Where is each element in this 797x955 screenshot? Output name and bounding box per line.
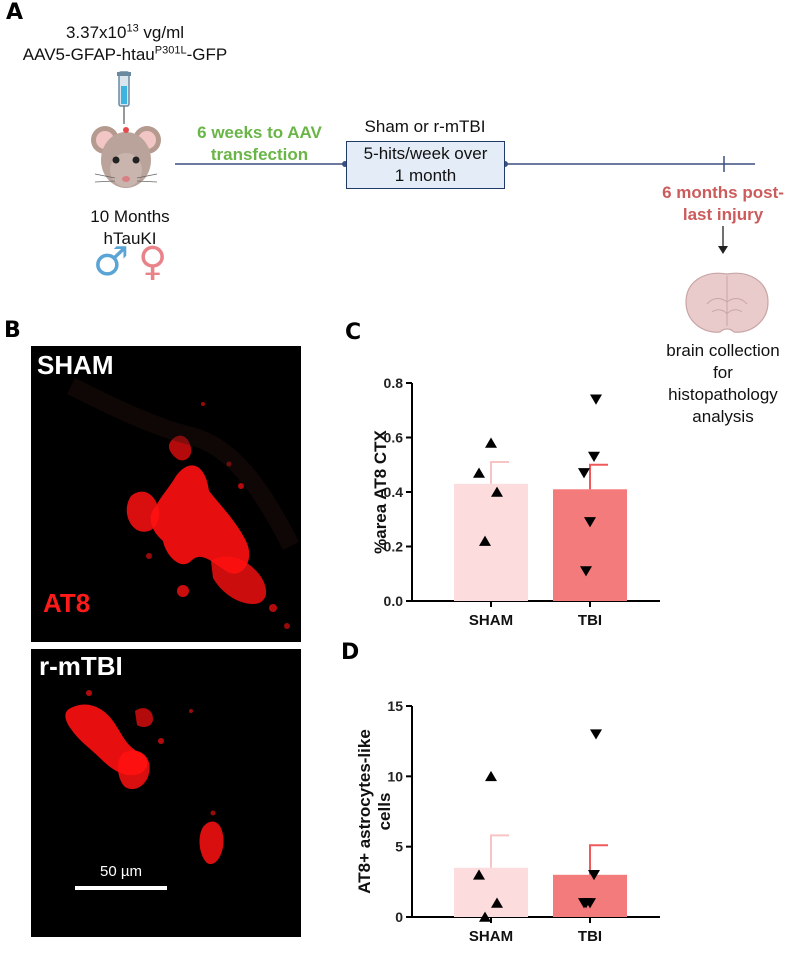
transfection-label: 6 weeks to AAV transfection <box>172 122 347 166</box>
dose-suffix: vg/ml <box>138 23 185 42</box>
panel-a-letter: A <box>6 0 24 25</box>
panel-d-letter: D <box>341 640 360 665</box>
transfection-line-2: transfection <box>210 145 309 164</box>
dose-prefix: 3.37x10 <box>65 23 127 42</box>
chart-c-bar-tbi <box>553 489 627 601</box>
chart-d-x-tick-label: SHAM <box>469 928 513 945</box>
post-injury-label: 6 months post- last injury <box>650 182 796 226</box>
chart-d-x-tick-label: TBI <box>578 928 602 945</box>
post-injury-line-2: last injury <box>682 205 764 224</box>
scale-bar-label: 50 µm <box>100 863 142 880</box>
collection-line-4: analysis <box>692 407 754 426</box>
female-icon: ♀ <box>138 239 168 285</box>
sham-label: SHAM <box>37 350 114 380</box>
collection-line-1: brain collection <box>666 341 780 360</box>
post-injury-line-1: 6 months post- <box>662 183 784 202</box>
chart-c-point <box>479 535 491 546</box>
chart-d-point <box>588 870 600 881</box>
protocol-line-2: 1 month <box>394 166 457 185</box>
tbi-label: r-mTBI <box>39 651 123 681</box>
protocol-box: 5-hits/week over 1 month <box>346 141 505 189</box>
chart-d-y-label: AT8+ astrocytes-like <box>355 729 374 894</box>
male-icon: ♂ <box>93 239 129 285</box>
chart-d-point <box>491 897 503 908</box>
chart-d-y-tick-label: 15 <box>387 698 403 714</box>
chart-c-y-label: %area AT8 CTX <box>371 429 390 553</box>
chart-c-y-tick-label: 0.6 <box>384 430 404 446</box>
brain-collection-label: brain collection for histopathology anal… <box>648 340 797 428</box>
chart-d-bar-sham <box>454 867 528 917</box>
chart-d-bar-tbi <box>553 874 627 917</box>
transfection-line-1: 6 weeks to AAV <box>197 123 322 142</box>
mouse-injection-icon <box>91 71 161 188</box>
panel-c-letter: C <box>345 320 362 345</box>
chart-d-point <box>580 898 592 909</box>
chart-c-point <box>588 451 600 462</box>
scale-bar <box>75 886 167 890</box>
chart-c-point <box>584 517 596 528</box>
chart-c-point <box>590 394 602 405</box>
protocol-line-1: 5-hits/week over <box>363 144 488 163</box>
sham-at8-signal <box>66 377 300 629</box>
panel-b-letter: B <box>4 318 21 343</box>
at8-label: AT8 <box>43 588 91 618</box>
chart-c-point <box>491 486 503 497</box>
chart-d-point <box>473 869 485 880</box>
chart-c-y-tick-label: 0.4 <box>384 484 404 500</box>
chart-d-point <box>485 770 497 782</box>
vector-superscript: P301L <box>154 44 187 57</box>
chart-c-point <box>485 437 497 448</box>
chart-d-point <box>590 729 602 740</box>
chart-c-bar-sham <box>454 483 528 601</box>
chart-c-y-tick-label: 0.0 <box>384 593 404 609</box>
chart-c-x-tick-label: TBI <box>578 612 602 629</box>
chart-d-point <box>479 911 491 922</box>
dose-label: 3.37x1013 vg/ml <box>20 22 230 44</box>
vector-suffix: -GFP <box>186 45 228 64</box>
chart-c-point <box>580 566 592 577</box>
brain-slice-icon <box>685 272 769 333</box>
condition-label: Sham or r-mTBI <box>364 117 486 136</box>
chart-c-y-tick-label: 0.8 <box>384 375 404 391</box>
sham-micrograph: SHAM AT8 <box>31 346 301 642</box>
chart-c: 0.0 0.2 0.4 0.6 0.8 %area AT8 CTX SHAM TBI <box>371 375 660 629</box>
vector-prefix: AAV5-GFAP-htau <box>22 45 155 64</box>
collection-line-2: for <box>713 363 733 382</box>
collection-line-3: histopathology <box>668 385 778 404</box>
dose-exponent: 13 <box>126 22 139 35</box>
strain-label: hTauKI <box>103 229 157 248</box>
tbi-at8-signal <box>65 690 224 865</box>
chart-c-point <box>578 468 590 479</box>
vector-label: AAV5-GFAP-htauP301L-GFP <box>5 44 245 66</box>
chart-d-y-label: cells <box>375 793 394 831</box>
chart-c-x-tick-label: SHAM <box>469 612 513 629</box>
chart-d-y-tick-label: 10 <box>387 768 403 784</box>
chart-c-point <box>473 467 485 478</box>
chart-c-y-tick-label: 0.2 <box>384 539 404 555</box>
tbi-micrograph: r-mTBI 50 µm <box>31 649 301 937</box>
chart-d-y-tick-label: 0 <box>395 909 403 925</box>
age-label: 10 Months <box>90 207 170 226</box>
chart-d-y-tick-label: 5 <box>395 839 403 855</box>
